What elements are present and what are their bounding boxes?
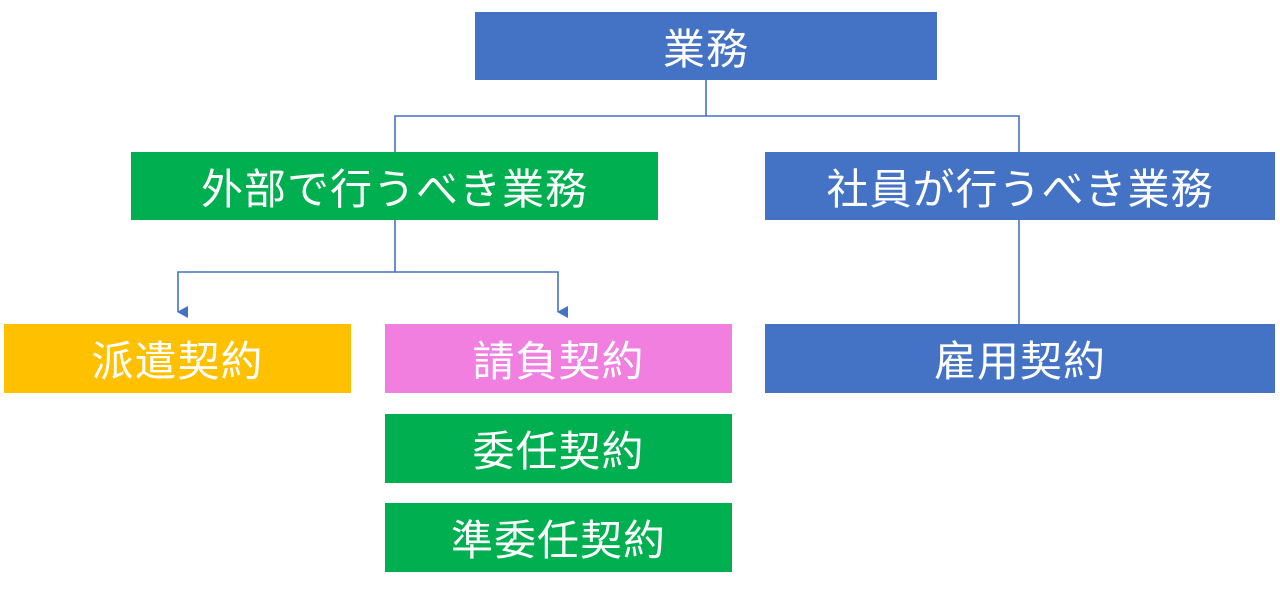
- node-ukeoi-contract-label: 請負契約: [472, 337, 645, 386]
- node-external-work: 外部で行うべき業務: [131, 152, 658, 220]
- edge-external-to-dispatch: [177, 220, 396, 318]
- node-dispatch-contract: 派遣契約: [4, 324, 351, 393]
- node-employee-work: 社員が行うべき業務: [765, 152, 1275, 220]
- node-inin-contract: 委任契約: [385, 414, 732, 483]
- node-external-work-label: 外部で行うべき業務: [200, 164, 588, 214]
- node-jun-inin-contract-label: 準委任契約: [450, 516, 666, 565]
- node-gyomu-label: 業務: [662, 24, 749, 74]
- node-employee-work-label: 社員が行うべき業務: [826, 164, 1214, 214]
- edge-root-to-external: [394, 80, 707, 152]
- node-gyomu: 業務: [475, 12, 937, 80]
- node-dispatch-contract-label: 派遣契約: [91, 337, 264, 386]
- edge-external-to-ukeoi: [395, 271, 568, 318]
- node-koyo-contract-label: 雇用契約: [933, 337, 1106, 386]
- node-koyo-contract: 雇用契約: [765, 324, 1275, 393]
- node-ukeoi-contract: 請負契約: [385, 324, 732, 393]
- node-inin-contract-label: 委任契約: [472, 427, 645, 476]
- node-jun-inin-contract: 準委任契約: [385, 503, 732, 572]
- edge-root-to-internal: [706, 115, 1020, 152]
